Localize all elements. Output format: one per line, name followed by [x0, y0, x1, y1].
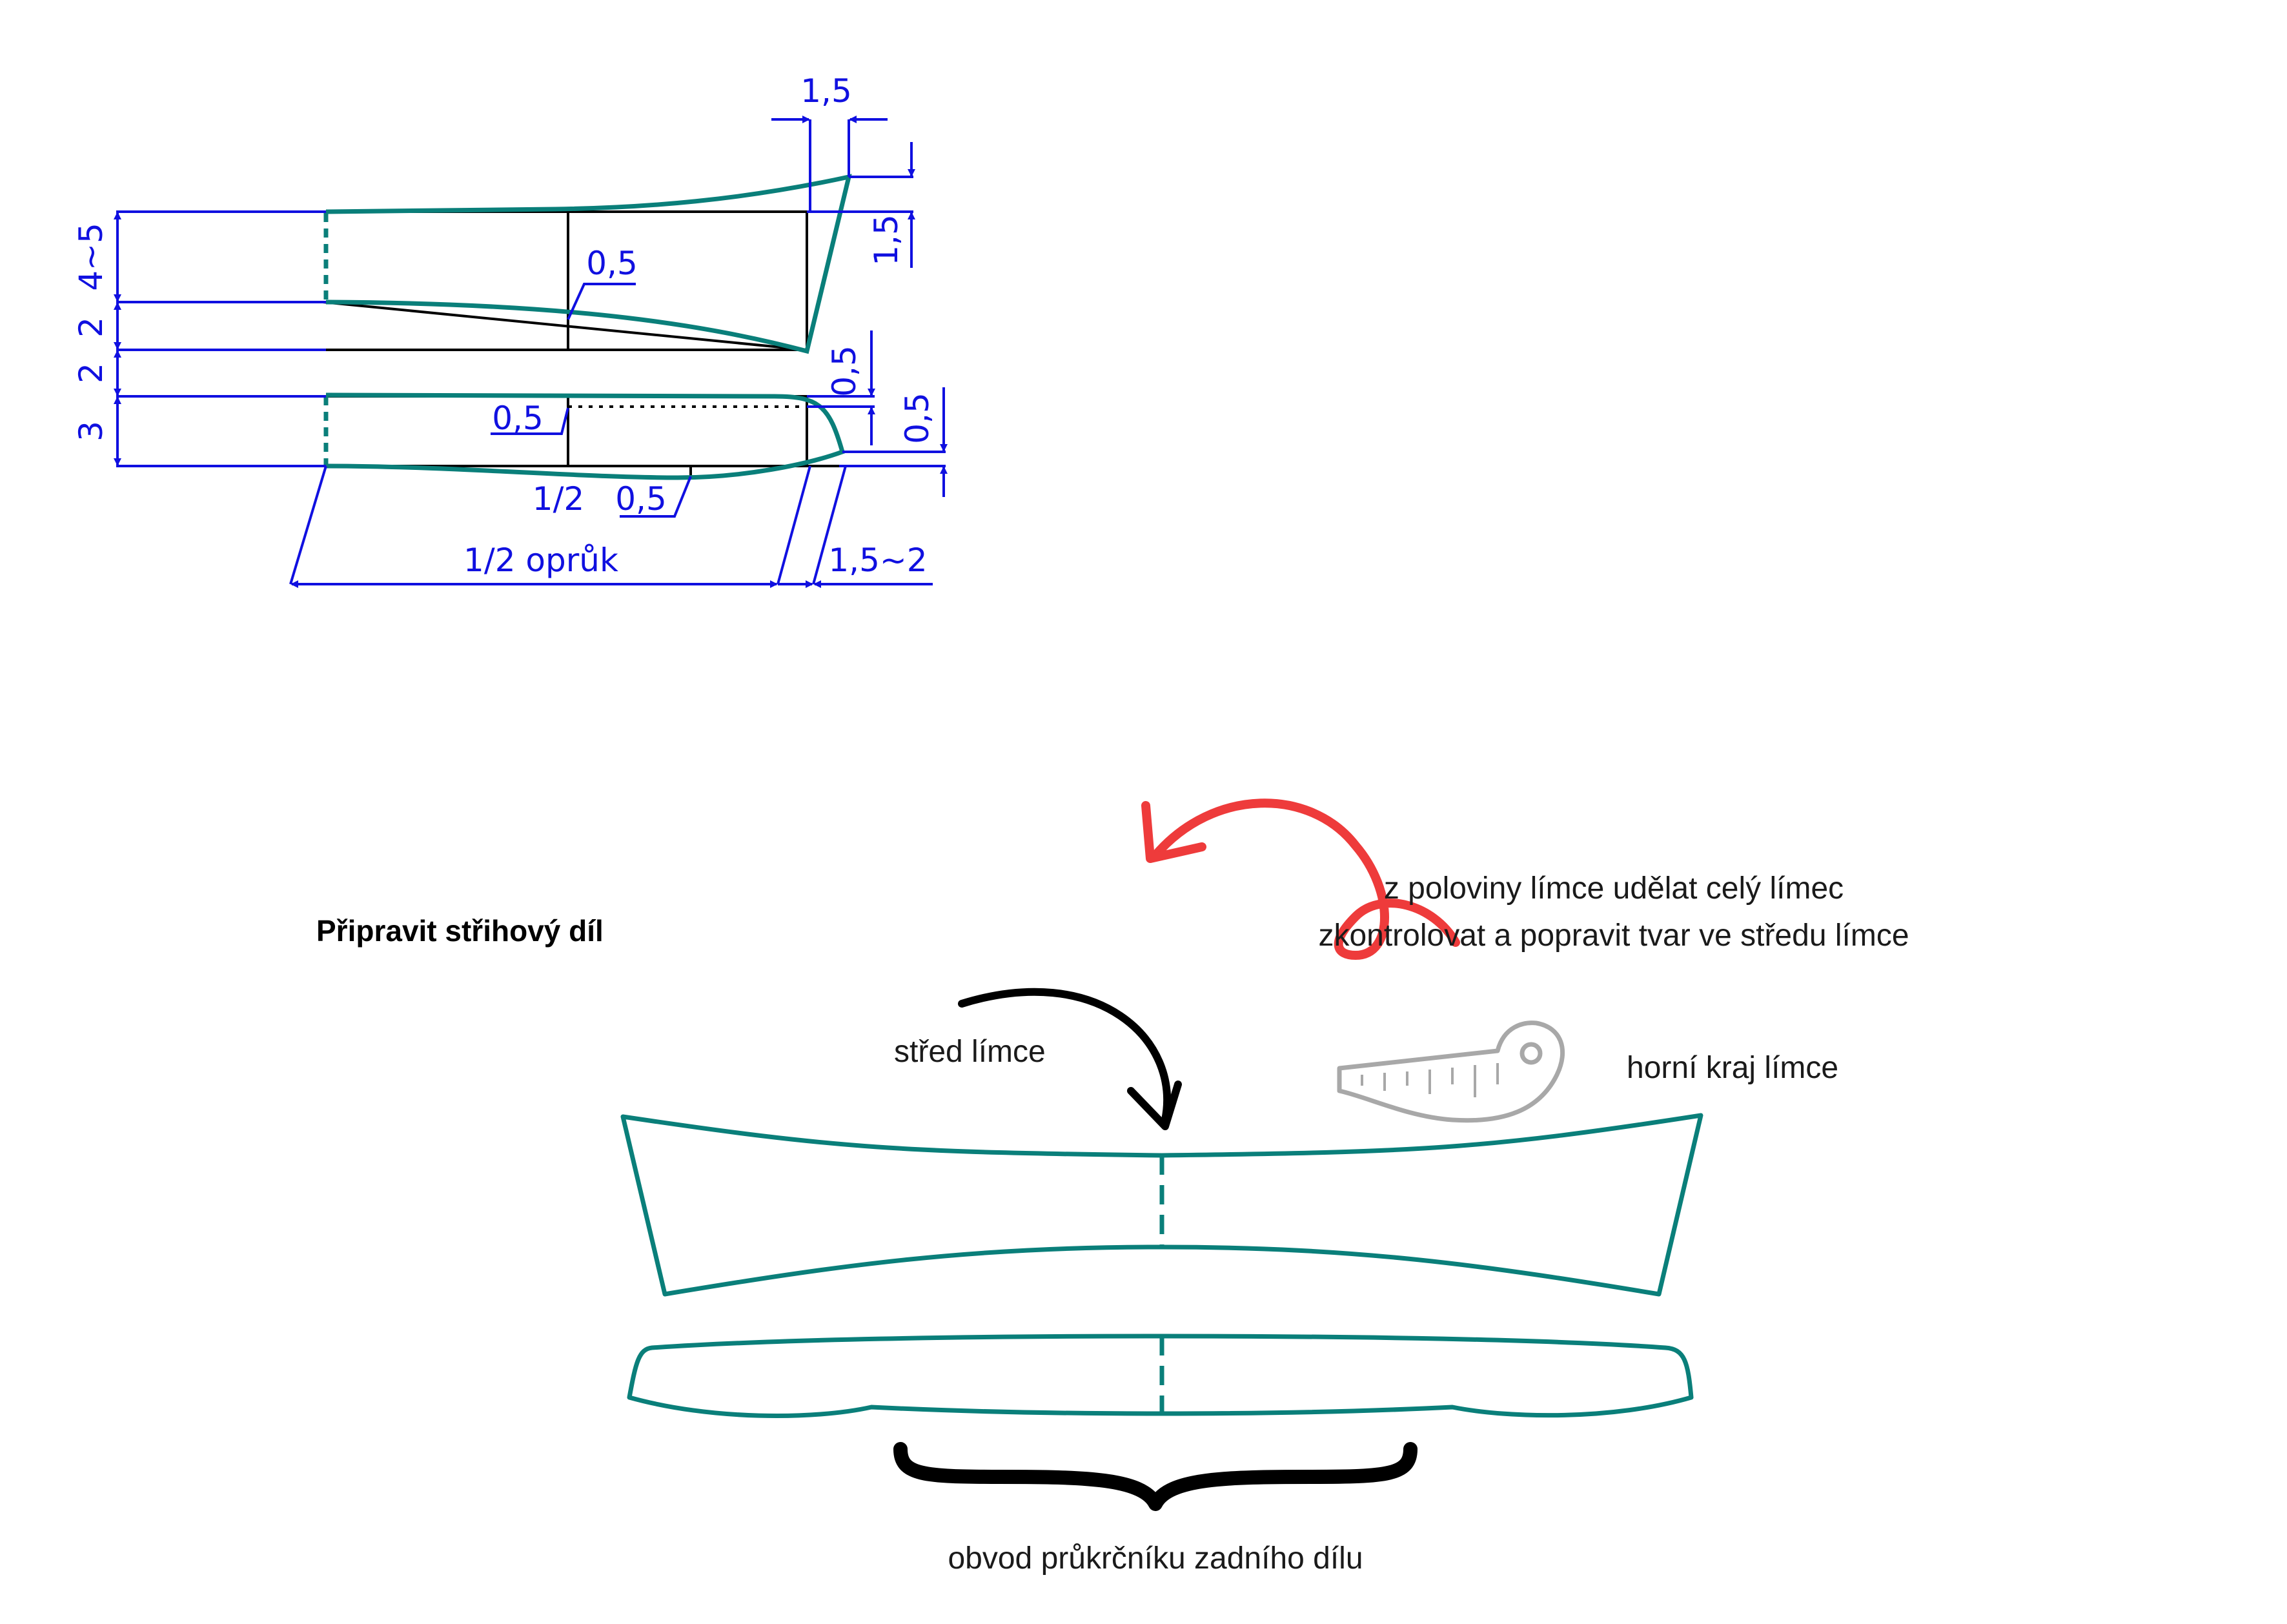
curve-arrow-red-icon: [1141, 798, 1460, 960]
dim-mid-offset-top: 0,5: [586, 245, 638, 282]
dim-height-3: 3: [72, 421, 110, 442]
dim-height-2b: 2: [72, 363, 110, 383]
dim-stand-offset-right-bottom: 0,5: [899, 392, 936, 444]
heading: Připravit střihový díl: [316, 914, 604, 948]
dim-bottom-offset: 0,5: [615, 480, 667, 518]
dim-half-mark: 1/2: [533, 480, 584, 518]
collar-center-label: střed límce: [894, 1035, 1046, 1069]
dim-height-4-5: 4~5: [72, 223, 110, 291]
neckline-label: obvod průkrčníku zadního dílu: [948, 1541, 1363, 1576]
dim-height-2a: 2: [72, 317, 110, 338]
dim-right-rise: 1,5: [868, 214, 905, 266]
note-line-1: z poloviny límce udělat celý límec: [1384, 871, 1844, 906]
curve-arrow-black-icon: [958, 988, 1182, 1130]
dim-top-width: 1,5: [800, 72, 852, 110]
french-curve-ruler-icon: [1337, 1020, 1565, 1123]
collar-stand-piece: [627, 1334, 1694, 1418]
full-collar-piece: [620, 1113, 1703, 1297]
dimension-lines: [114, 116, 948, 588]
curly-brace-icon: [893, 1442, 1418, 1511]
dim-stand-offset-right-top: 0,5: [826, 345, 863, 397]
pattern-outline: [323, 174, 852, 480]
note-line-2: zkontrolovat a popravit tvar ve středu l…: [1318, 919, 1909, 953]
dim-extension: 1,5~2: [828, 542, 927, 579]
dim-stand-offset-left: 0,5: [492, 400, 544, 437]
upper-edge-label: horní kraj límce: [1627, 1051, 1838, 1085]
dim-half-neckline: 1/2 oprůk: [463, 542, 618, 579]
construction-lines: [322, 210, 839, 476]
collar-draft: 1,5 1,5 4~5 2 2 3 0,5 0,5 0,5 0,5 1/2 0,…: [72, 72, 948, 588]
